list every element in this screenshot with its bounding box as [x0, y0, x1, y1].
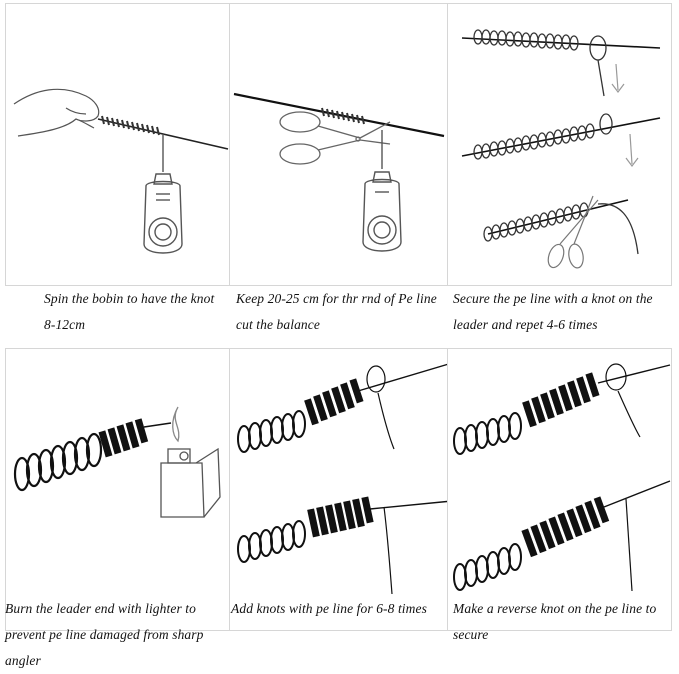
coil-upper [237, 410, 306, 453]
step-2-illustration [229, 3, 454, 286]
coil-upper [453, 412, 522, 455]
step-4-caption: Burn the leader end with lighter to prev… [5, 601, 204, 668]
step-5-illustration [229, 348, 454, 631]
wrapped-knot [98, 418, 149, 458]
pe-line-loop [605, 363, 627, 391]
knot-wrap [101, 115, 160, 136]
step-2-caption: Keep 20-25 cm for thr rnd of Pe line cut… [236, 291, 437, 332]
burn-leader-drawing [13, 406, 221, 518]
bobbin-spin-drawing [13, 88, 229, 254]
step-3-illustration [447, 3, 672, 286]
scissors-icon [547, 195, 599, 269]
reverse-knot-drawing [453, 363, 671, 592]
step-6-caption: Make a reverse knot on the pe line to se… [453, 601, 657, 642]
wrapped-knot-lower [307, 496, 374, 538]
coil-row-1 [473, 29, 607, 97]
knot-wrap [321, 107, 365, 125]
hand-outline [13, 88, 100, 137]
scissors-icon [279, 111, 391, 165]
wrapped-knot-upper [304, 378, 364, 426]
lighter-icon [160, 406, 221, 518]
arrow-down-icon [611, 63, 625, 93]
add-knots-drawing [237, 362, 453, 595]
coil-lower [453, 543, 522, 591]
step-1-illustration [5, 3, 230, 286]
bobbin-tool [362, 130, 402, 252]
coil-row-2 [473, 113, 613, 160]
secure-knot-drawing [461, 29, 661, 269]
step-4-illustration [5, 348, 230, 631]
arrow-down-icon [625, 133, 639, 167]
wrapped-knot-lower [521, 496, 610, 558]
step-6-illustration [447, 348, 672, 631]
wrapped-knot-upper [522, 372, 600, 428]
coil-lower [237, 520, 306, 563]
pe-line-loop [366, 365, 386, 393]
coil-row-3 [483, 202, 639, 255]
bobbin-tool [143, 134, 183, 254]
coil-leader [13, 432, 103, 492]
step-1-caption: Spin the bobin to have the knot 8-12cm [44, 291, 215, 332]
cut-line-drawing [233, 92, 445, 252]
step-5-caption: Add knots with pe line for 6-8 times [231, 601, 427, 616]
step-3-caption: Secure the pe line with a knot on the le… [453, 291, 653, 332]
